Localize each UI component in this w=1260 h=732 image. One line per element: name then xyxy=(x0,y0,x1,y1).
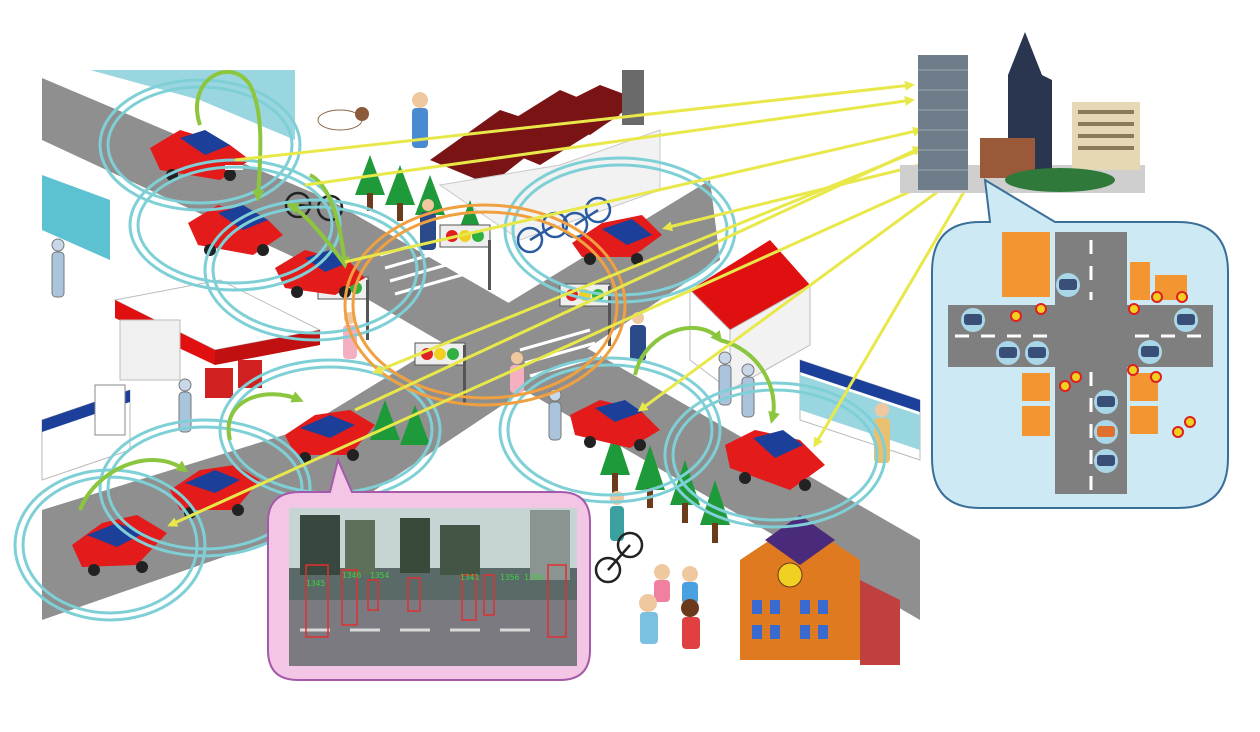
car-icon xyxy=(725,430,825,491)
building-left-edge xyxy=(42,175,110,260)
car-icon xyxy=(1094,449,1118,473)
camera-view-bubble: 1345 1346 1354 1341 1356 1350 xyxy=(267,456,591,681)
detection-label: 1354 xyxy=(370,571,389,580)
bicycle-icon xyxy=(594,531,644,584)
camera-image xyxy=(289,508,577,666)
car-icon xyxy=(570,400,660,451)
car-icon xyxy=(1056,273,1080,297)
pedestrian-icon xyxy=(510,352,524,393)
detection-labels: 1345 1346 1354 1341 1356 1350 xyxy=(306,571,543,588)
intersection-ring xyxy=(343,203,627,407)
v2i-arrows xyxy=(167,80,970,527)
bicycles xyxy=(284,191,644,584)
car-icon xyxy=(170,465,260,519)
tree-icon xyxy=(400,405,430,445)
tree-icon xyxy=(700,480,730,525)
car-icon xyxy=(1094,420,1118,444)
school-building-icon xyxy=(740,515,900,665)
map-pedestrian-markers xyxy=(1010,291,1196,438)
v2v-rings xyxy=(13,78,887,622)
car-icon xyxy=(1025,341,1049,365)
map-car-markers xyxy=(961,273,1198,473)
tree-icon xyxy=(600,430,630,475)
car-icon xyxy=(72,515,167,576)
car-icon xyxy=(1174,308,1198,332)
map-blocks xyxy=(1002,232,1187,436)
detection-label: 1356 xyxy=(500,573,519,582)
car-icon xyxy=(961,308,985,332)
map-overview-bubble xyxy=(931,178,1229,509)
pedestrian-icon xyxy=(610,491,624,541)
pedestrian-icon xyxy=(718,351,732,406)
pedestrian-icon xyxy=(178,378,192,433)
detection-label: 1350 xyxy=(524,573,543,582)
detection-label: 1346 xyxy=(342,571,361,580)
children-group xyxy=(639,564,700,649)
pedestrian-icon xyxy=(51,238,65,298)
pedestrian-icon xyxy=(548,388,562,441)
street-scene xyxy=(13,70,970,665)
car-icon xyxy=(1094,390,1118,414)
car-icon xyxy=(996,341,1020,365)
tree-icon xyxy=(635,445,665,490)
city-buildings-icon xyxy=(900,32,1145,193)
detection-label: 1345 xyxy=(306,579,325,588)
tree-icon xyxy=(385,165,415,205)
traffic-light-icon xyxy=(414,342,466,405)
car-icon xyxy=(572,215,662,265)
dog xyxy=(317,107,369,131)
shops-left xyxy=(41,384,131,481)
car-icon xyxy=(1138,340,1162,364)
detection-label: 1341 xyxy=(460,573,479,582)
